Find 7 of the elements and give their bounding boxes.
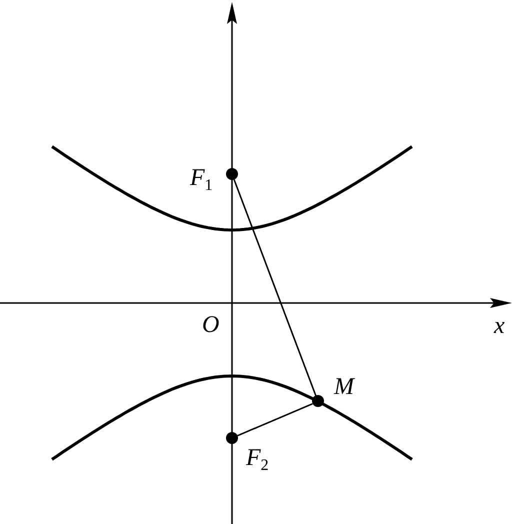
point-label: F$_{1}$	[190, 166, 213, 194]
axis-label: x	[494, 314, 505, 338]
line-segment	[233, 179, 317, 396]
origin-label: O	[202, 313, 220, 337]
point-label: M	[334, 375, 354, 400]
point-label: F$_{2}$	[246, 446, 269, 474]
line-segment	[237, 403, 313, 436]
